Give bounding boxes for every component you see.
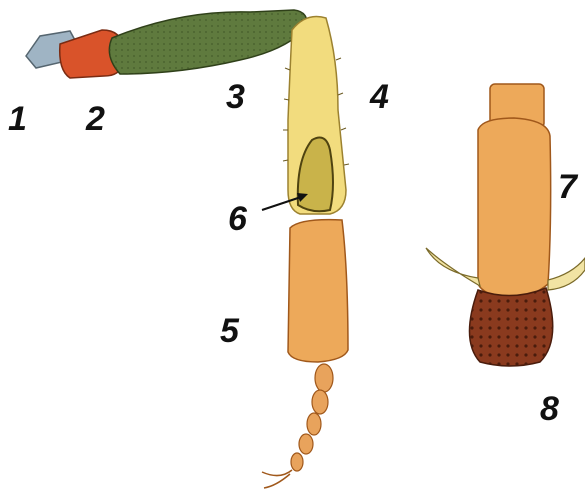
label-2: 2 — [85, 100, 105, 138]
claw-left — [426, 248, 480, 286]
label-6: 6 — [228, 200, 248, 238]
label-8: 8 — [540, 390, 559, 428]
tarsal-claws — [262, 470, 292, 488]
label-3: 3 — [226, 78, 245, 116]
basitarsus-segment — [288, 220, 348, 362]
tarsus-segments — [291, 364, 333, 471]
label-7: 7 — [558, 168, 579, 206]
label-1: 1 — [8, 100, 27, 138]
claw-right — [548, 258, 585, 290]
label-4: 4 — [369, 78, 389, 116]
tarsus-detail-body — [478, 118, 551, 298]
label-5: 5 — [220, 312, 240, 350]
